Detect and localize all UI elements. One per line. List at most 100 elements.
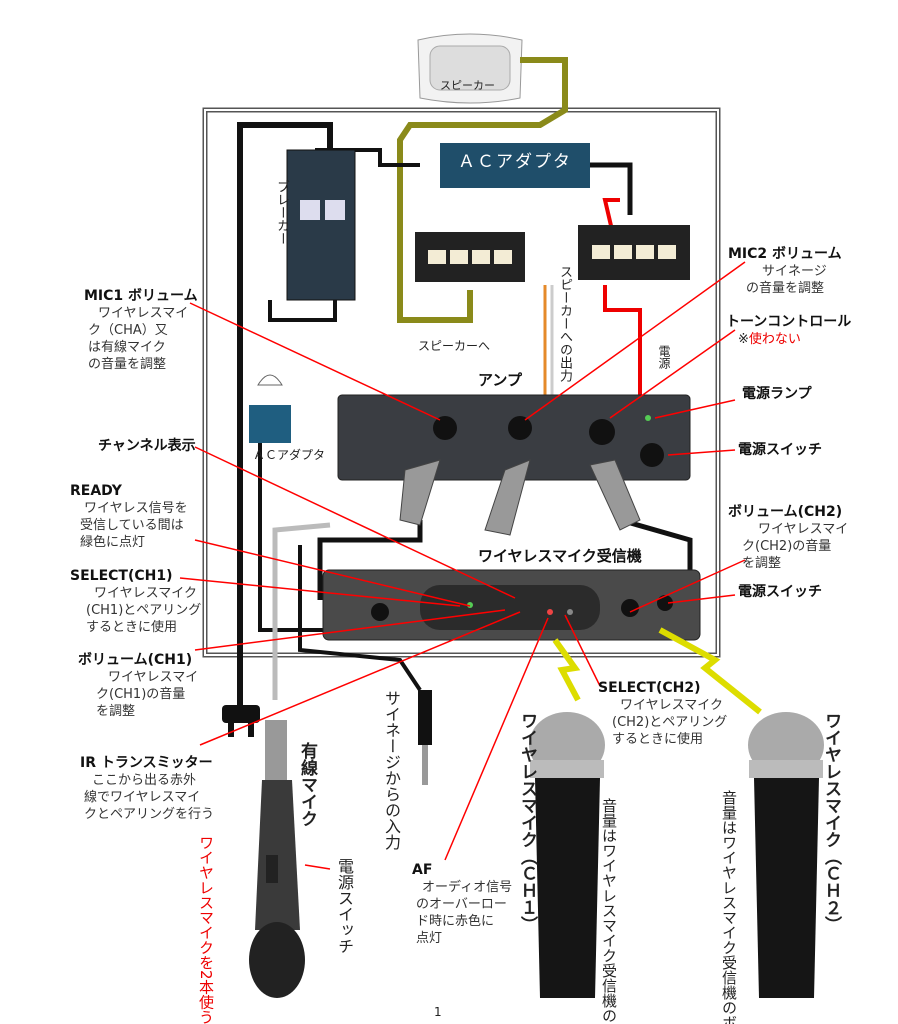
wireless-mic-ch2-label: ワイヤレスマイク（ＣＨ２） <box>821 712 841 933</box>
callout-text: を調整 <box>96 704 136 719</box>
callout-select-ch1: SELECT(CH1) ワイヤレスマイク (CH1)とペアリング するときに使用 <box>70 568 201 636</box>
small-ac-adapter <box>249 405 291 443</box>
wireless-mic-ch1-note: 音量はワイヤレスマイク受信機のボリュームとアンプのボリューム（ＭＩ１で調整 <box>600 798 618 1024</box>
callout-text: ワイヤレスマイ <box>108 670 199 685</box>
speaker-output-label: スピーカーへの出力 <box>557 265 572 382</box>
breaker-label: ブレーカー <box>274 180 289 245</box>
terminal-block-right <box>578 225 690 280</box>
amp-label: アンプ <box>478 371 522 389</box>
ac-adapter-label: ＡＣアダプタ <box>458 152 572 172</box>
speaker-cable <box>397 57 568 323</box>
speaker-label: スピーカー <box>440 79 495 92</box>
callout-text: の音量を調整 <box>88 357 167 372</box>
callout-power-lamp: 電源ランプ <box>742 386 812 402</box>
callout-text: するときに使用 <box>86 620 178 635</box>
callout-text: のオーバーロー <box>416 897 507 912</box>
callout-title: SELECT(CH2) <box>598 680 701 696</box>
callout-ready: READY ワイヤレス信号を 受信している間は 緑色に点灯 <box>70 483 188 551</box>
callout-title: SELECT(CH1) <box>70 568 173 584</box>
callout-text: は有線マイク <box>88 340 166 355</box>
wired-mic-label: 有線マイク <box>297 742 317 827</box>
callout-text: ワイヤレスマイク <box>94 586 197 601</box>
callout-warning: 使わない <box>748 332 801 347</box>
power-plug-icon <box>222 705 260 737</box>
lightning-icon <box>658 627 762 715</box>
wireless-mic-ch1-image <box>529 712 605 998</box>
wired-mic-note: ワイヤレスマイクを2本使う場合は接続しない <box>197 835 215 1024</box>
callout-title: ボリューム(CH1) <box>78 652 193 668</box>
plug-icon <box>249 374 291 443</box>
power-cable <box>237 122 333 710</box>
callout-channel-display: チャンネル表示 <box>98 438 196 454</box>
callout-text: ワイヤレス信号を <box>84 501 188 516</box>
speaker-icon <box>417 33 523 104</box>
callout-text: サイネージ <box>762 264 827 279</box>
wireless-mic-ch1-label: ワイヤレスマイク（ＣＨ１） <box>517 712 537 933</box>
callout-title: IR トランスミッター <box>80 755 213 771</box>
terminal-block-left <box>415 232 525 282</box>
callout-volume-ch2: ボリューム(CH2) ワイヤレスマイ ク(CH2)の音量 を調整 <box>728 504 848 572</box>
wired-mic-image <box>249 720 305 998</box>
callout-text: ここから出る赤外 <box>92 773 197 788</box>
callout-title: MIC1 ボリューム <box>84 288 198 304</box>
amplifier <box>337 394 691 481</box>
receiver-label: ワイヤレスマイク受信機 <box>478 547 642 565</box>
signage-input-label: サイネージからの入力 <box>382 690 401 850</box>
lightning-icon <box>552 638 581 702</box>
wireless-mic-ch2-image <box>748 712 824 998</box>
callout-text: クとペアリングを行う <box>84 807 215 822</box>
callout-mic1-volume: MIC1 ボリューム ワイヤレスマイ ク（CHA）又 は有線マイク の音量を調整 <box>84 288 198 373</box>
wireless-receiver <box>322 569 701 641</box>
power-label: 電源 <box>657 345 671 369</box>
callout-text: 緑色に点灯 <box>80 535 146 550</box>
adapter-cable <box>590 162 633 215</box>
callout-text: ク(CH2)の音量 <box>742 539 832 554</box>
callout-text: (CH2)とペアリング <box>612 715 728 730</box>
callout-volume-ch1: ボリューム(CH1) ワイヤレスマイ ク(CH1)の音量 を調整 <box>78 652 198 720</box>
callout-text: ※ <box>738 332 749 347</box>
board-outline-inner <box>204 109 719 656</box>
power-lamp <box>645 415 651 421</box>
page-number: 1 <box>434 1005 442 1019</box>
callout-text: オーディオ信号 <box>422 880 513 895</box>
callout-text: ワイヤレスマイク <box>620 698 723 713</box>
wireless-mic-ch2-note: 音量はワイヤレスマイク受信機のボリュームで調整 <box>720 790 738 1024</box>
amp-power-switch <box>640 443 664 467</box>
callout-text: 線でワイヤレスマイ <box>84 790 201 805</box>
tone-knob <box>589 419 615 445</box>
callout-text: ド時に赤色に <box>416 914 495 929</box>
callout-text: ク（CHA）又 <box>88 323 168 338</box>
callout-af: AF オーディオ信号 のオーバーロー ド時に赤色に 点灯 <box>412 862 512 947</box>
callout-text: するときに使用 <box>612 732 704 747</box>
callout-text: 受信している間は <box>80 518 184 533</box>
callout-amp-power-switch: 電源スイッチ <box>738 442 822 458</box>
callout-text: ワイヤレスマイ <box>758 522 849 537</box>
to-speaker-label: スピーカーへ <box>418 339 491 353</box>
callout-title: ボリューム(CH2) <box>728 504 843 520</box>
callout-text: の音量を調整 <box>746 281 825 296</box>
callout-text: を調整 <box>742 556 782 571</box>
callout-text: 点灯 <box>416 931 443 946</box>
callout-select-ch2: SELECT(CH2) ワイヤレスマイク (CH2)とペアリング するときに使用 <box>598 680 727 748</box>
breaker-icon <box>286 149 356 301</box>
mic-power-switch-label: 電源スイッチ <box>335 858 354 954</box>
callout-title: トーンコントロール <box>726 314 852 330</box>
ac-adapter-box <box>440 143 590 188</box>
callout-mic2-volume: MIC2 ボリューム サイネージ の音量を調整 <box>728 246 842 297</box>
callout-title: MIC2 ボリューム <box>728 246 842 262</box>
callout-tone-control: トーンコントロール ※使わない <box>726 314 851 348</box>
callout-ir-transmitter: IR トランスミッター ここから出る赤外 線でワイヤレスマイ クとペアリングを行… <box>80 755 214 823</box>
callout-text: ク(CH1)の音量 <box>96 687 186 702</box>
callout-title: AF <box>412 862 433 878</box>
mic1-volume-knob <box>433 416 457 440</box>
callout-title: READY <box>70 483 122 499</box>
audio-plug-icon <box>418 690 432 785</box>
callout-text: ワイヤレスマイ <box>98 306 189 321</box>
mic2-volume-knob <box>508 416 532 440</box>
callout-receiver-power-switch: 電源スイッチ <box>738 584 822 600</box>
callout-text: (CH1)とペアリング <box>86 603 202 618</box>
small-adapter-label: ＡＣアダプタ <box>253 448 326 462</box>
callout-lines <box>179 261 746 870</box>
